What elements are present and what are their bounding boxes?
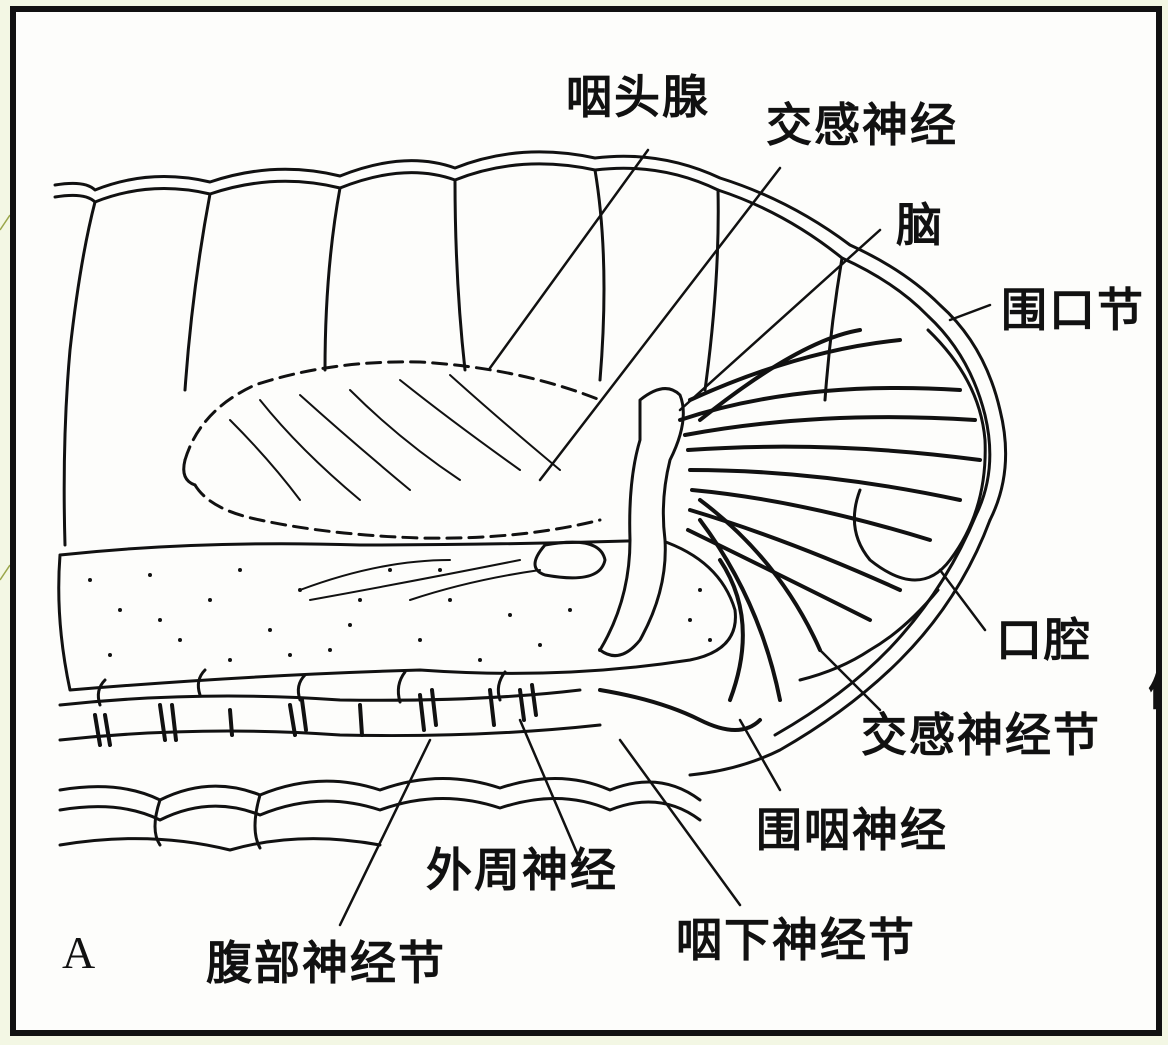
label-sympathetic-ganglion: 交感神经节 [861,712,1101,758]
label-pharyngeal-gland: 咽头腺 [566,74,710,120]
edge-fragment-text: 们 [1148,672,1162,712]
label-ventral-ganglion: 腹部神经节 [206,940,446,986]
label-circumpharyngeal-nerve: 围咽神经 [756,807,948,853]
figure-frame: 咽头腺 交感神经 脑 围口节 口腔 交感神经节 围咽神经 外周神经 咽下神经节 … [10,6,1162,1036]
label-peripheral-nerve: 外周神经 [426,847,618,893]
label-peristomium: 围口节 [1001,287,1145,333]
label-brain: 脑 [896,202,944,248]
panel-label: A [62,930,95,976]
label-mouth-cavity: 口腔 [996,617,1092,663]
label-subpharyngeal-ganglion: 咽下神经节 [676,917,916,963]
label-sympathetic-nerve: 交感神经 [766,102,958,148]
page-edge-decoration [0,0,10,1045]
